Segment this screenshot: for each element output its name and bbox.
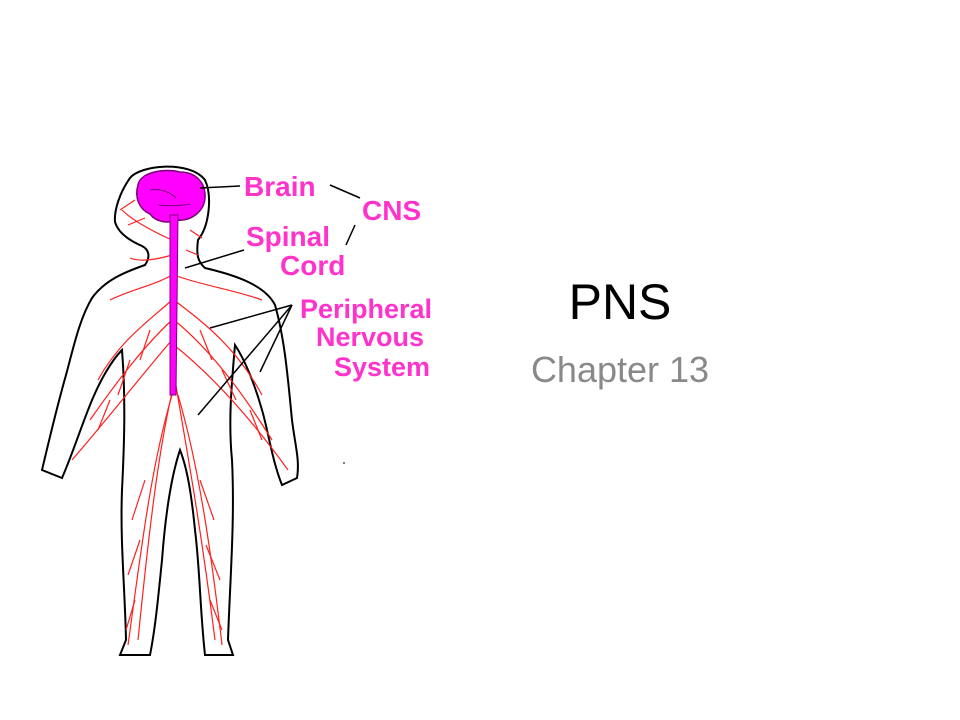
speck xyxy=(343,462,345,464)
leader-lines xyxy=(184,184,361,416)
peripheral-nerves xyxy=(71,199,289,646)
brain-shape xyxy=(136,169,206,223)
slide-subtitle: Chapter 13 xyxy=(530,349,710,390)
label-spinal: Spinal xyxy=(246,221,330,252)
slide-title: PNS xyxy=(568,274,672,330)
label-peripheral: Peripheral xyxy=(300,294,432,324)
label-system: System xyxy=(334,352,430,382)
label-cord: Cord xyxy=(280,250,345,281)
label-nervous: Nervous xyxy=(316,322,424,352)
body-outline xyxy=(40,165,299,656)
spinal-cord-shape xyxy=(169,214,179,396)
label-brain: Brain xyxy=(244,171,316,202)
label-cns: CNS xyxy=(362,195,421,226)
